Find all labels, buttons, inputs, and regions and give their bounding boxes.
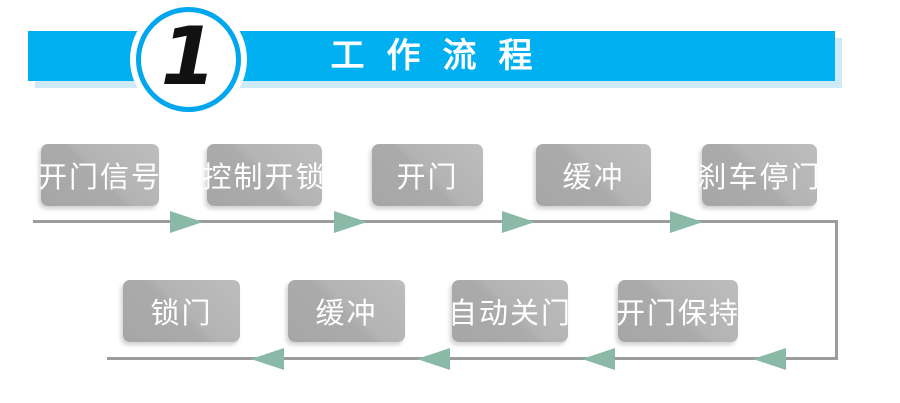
step-control-unlock: 控制开锁: [203, 144, 325, 206]
flow-line-top: [33, 220, 838, 223]
arrow-right-icon: [670, 211, 703, 233]
arrow-left-icon: [417, 348, 450, 370]
flow-line-vertical: [835, 220, 838, 360]
step-number: 1: [160, 9, 217, 103]
arrow-right-icon: [502, 211, 535, 233]
arrow-right-icon: [334, 211, 367, 233]
arrow-left-icon: [251, 348, 284, 370]
step-door-open-hold: 开门保持: [616, 280, 738, 342]
step-door-open-signal: 开门信号: [38, 144, 160, 206]
step-brake-stop-door: 刹车停门: [698, 144, 820, 206]
arrow-left-icon: [753, 348, 786, 370]
arrow-left-icon: [582, 348, 615, 370]
page-title: 工作流程: [330, 36, 555, 76]
step-number-badge: 1: [136, 7, 241, 112]
flow-line-bottom: [107, 357, 838, 360]
step-buffer-top: 缓冲: [536, 144, 651, 206]
arrow-right-icon: [170, 211, 203, 233]
step-open-door: 开门: [372, 144, 483, 206]
step-buffer-bottom: 缓冲: [288, 280, 405, 342]
step-auto-close-door: 自动关门: [448, 280, 570, 342]
step-lock-door: 锁门: [123, 280, 240, 342]
